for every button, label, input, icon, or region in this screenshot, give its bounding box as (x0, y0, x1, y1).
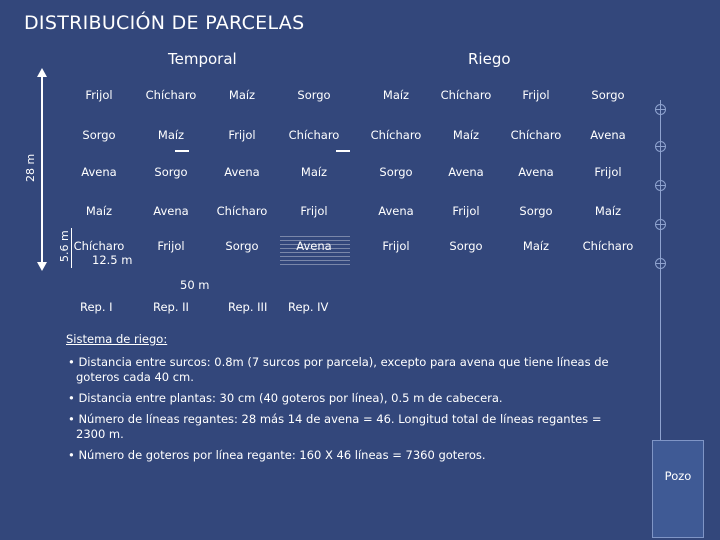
irrigation-main-pipe (660, 100, 661, 440)
riego-plot-cell: Maíz (522, 239, 550, 253)
temporal-plot-cell: Maíz (85, 204, 113, 218)
temporal-plot-cell: Chícharo (73, 239, 125, 253)
notes-item: • Distancia entre surcos: 0.8m (7 surcos… (68, 355, 609, 384)
riego-plot-cell: Sorgo (379, 165, 413, 179)
riego-plot-cell: Chícharo (510, 128, 562, 142)
temporal-plot-cell: Sorgo (297, 88, 331, 102)
riego-plot-cell: Chícharo (440, 88, 492, 102)
riego-plot-cell: Avena (518, 165, 554, 179)
riego-plot-cell: Frijol (452, 204, 480, 218)
riego-plot-cell: Frijol (594, 165, 622, 179)
temporal-plot-cell: Frijol (300, 204, 328, 218)
temporal-plot-cell: Sorgo (225, 239, 259, 253)
notes-heading: Sistema de riego: (66, 332, 168, 346)
riego-plot-cell: Avena (590, 128, 626, 142)
row-divider-dash (336, 150, 350, 152)
irrigation-notes: Sistema de riego: • Distancia entre surc… (66, 332, 626, 469)
riego-plot-cell: Frijol (382, 239, 410, 253)
height-dimension-line (41, 75, 43, 263)
rep-label: Rep. II (153, 300, 189, 314)
pozo-label: Pozo (664, 469, 692, 483)
riego-plot-cell: Avena (378, 204, 414, 218)
rep-label: Rep. IV (288, 300, 329, 314)
riego-plot-cell: Sorgo (591, 88, 625, 102)
valve-icon (655, 180, 666, 191)
riego-plot-cell: Maíz (452, 128, 480, 142)
plot-height-line (71, 228, 72, 268)
pozo-well-box: Pozo (652, 440, 704, 538)
temporal-plot-cell: Maíz (300, 165, 328, 179)
temporal-plot-cell: Avena (276, 239, 352, 253)
temporal-plot-cell: Frijol (228, 128, 256, 142)
notes-item: • Distancia entre plantas: 30 cm (40 got… (68, 391, 503, 405)
valve-icon (655, 219, 666, 230)
valve-icon (655, 104, 666, 115)
temporal-plot-cell: Sorgo (82, 128, 116, 142)
arrow-down-icon (37, 262, 47, 271)
notes-item: • Número de líneas regantes: 28 más 14 d… (68, 412, 602, 441)
temporal-plot-cell: Frijol (157, 239, 185, 253)
temporal-plot-cell: Avena (153, 204, 189, 218)
temporal-plot-cell: Sorgo (154, 165, 188, 179)
riego-plot-cell: Avena (448, 165, 484, 179)
riego-section-title: Riego (468, 50, 511, 68)
riego-plot-cell: Frijol (522, 88, 550, 102)
riego-plot-cell: Maíz (594, 204, 622, 218)
plot-width-label: 12.5 m (92, 253, 133, 267)
rep-label: Rep. III (228, 300, 268, 314)
temporal-plot-cell: Maíz (157, 128, 185, 142)
riego-plot-cell: Chícharo (370, 128, 422, 142)
notes-item: • Número de goteros por línea regante: 1… (68, 448, 486, 462)
arrow-up-icon (37, 68, 47, 77)
temporal-plot-cell: Frijol (85, 88, 113, 102)
riego-plot-cell: Maíz (382, 88, 410, 102)
rep-label: Rep. I (80, 300, 113, 314)
riego-plot-cell: Chícharo (582, 239, 634, 253)
total-width-label: 50 m (180, 278, 210, 292)
temporal-plot-cell: Chícharo (145, 88, 197, 102)
page-title: DISTRIBUCIÓN DE PARCELAS (24, 12, 305, 34)
temporal-section-title: Temporal (168, 50, 237, 68)
riego-plot-cell: Sorgo (449, 239, 483, 253)
avena-hatch-marking (280, 236, 350, 268)
riego-plot-cell: Sorgo (519, 204, 553, 218)
temporal-plot-cell: Avena (81, 165, 117, 179)
valve-icon (655, 258, 666, 269)
temporal-plot-cell: Chícharo (288, 128, 340, 142)
row-divider-dash (175, 150, 189, 152)
temporal-plot-cell: Maíz (228, 88, 256, 102)
valve-icon (655, 141, 666, 152)
height-label: 28 m (24, 153, 37, 182)
temporal-plot-cell: Avena (224, 165, 260, 179)
temporal-plot-cell: Chícharo (216, 204, 268, 218)
